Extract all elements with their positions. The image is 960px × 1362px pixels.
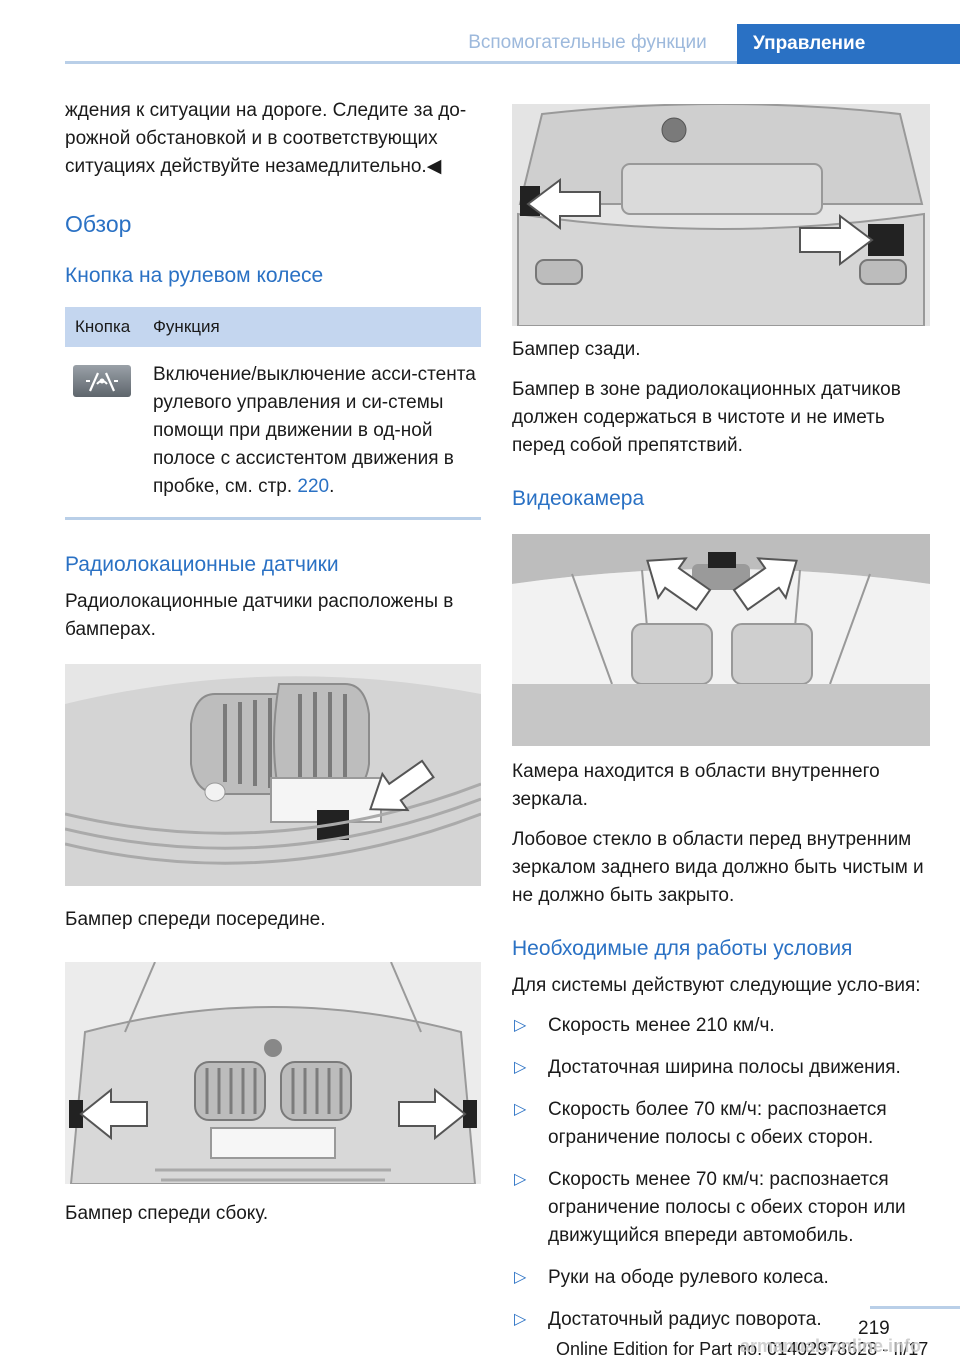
arrow-icon — [398, 1087, 467, 1141]
image-rear-bumper — [512, 104, 930, 326]
triangle-right-icon: ▷ — [514, 1059, 527, 1076]
arrow-icon — [526, 178, 601, 230]
camera-text-2: Лобовое стекло в области перед внутренни… — [512, 829, 924, 906]
caption-rear: Бампер сзади. — [512, 339, 641, 360]
header-section-title: Вспомогательные функции — [468, 32, 707, 53]
heading-steering-button: Кнопка на рулевом колесе — [65, 264, 324, 287]
watermark: armanualsonline.info — [740, 1336, 922, 1356]
list-item: ▷Руки на ободе рулевого колеса. — [512, 1264, 930, 1292]
arrow-icon — [732, 557, 798, 612]
triangle-right-icon: ▷ — [514, 1017, 527, 1034]
image-front-bumper-side — [65, 962, 481, 1184]
arrow-icon — [79, 1087, 148, 1141]
image-camera — [512, 534, 930, 746]
heading-radar-sensors: Радиолокационные датчики — [65, 553, 339, 576]
left-column: ждения к ситуации на дороге. Следите за … — [65, 97, 481, 1240]
table-cell-suffix: . — [329, 476, 335, 497]
list-item: ▷Скорость менее 210 км/ч. — [512, 1012, 930, 1040]
edition-line: Online Edition for Part no. 01402978628 … — [556, 1339, 929, 1359]
rear-text: Бампер в зоне радиолокационных датчиков … — [512, 379, 901, 456]
list-item: ▷Скорость менее 70 км/ч: распознается ог… — [512, 1166, 930, 1250]
heading-camera: Видеокамера — [512, 487, 645, 510]
conditions-list: ▷Скорость менее 210 км/ч. ▷Достаточная ш… — [512, 1012, 930, 1334]
page-link-220[interactable]: 220 — [297, 476, 330, 497]
intro-text: ждения к ситуации на дороге. Следите за … — [65, 100, 467, 177]
list-item: ▷Достаточная ширина полосы движения. — [512, 1054, 930, 1082]
lane-assist-icon — [73, 365, 131, 397]
table-header-function: Функция — [143, 307, 481, 347]
table-header-button: Кнопка — [65, 307, 143, 347]
conditions-intro: Для системы действуют следующие усло-вия… — [512, 975, 921, 996]
image-front-bumper-center — [65, 664, 481, 886]
radar-text: Радиолокационные датчики расположены в б… — [65, 591, 454, 640]
triangle-right-icon: ▷ — [514, 1171, 527, 1188]
button-table: Кнопка Функция Включение/выключение асси… — [65, 307, 481, 515]
triangle-right-icon: ▷ — [514, 1269, 527, 1286]
arrow-icon — [799, 214, 874, 266]
page-number: 219 — [858, 1318, 890, 1339]
triangle-right-icon: ▷ — [514, 1311, 527, 1328]
caption-front-center: Бампер спереди посередине. — [65, 909, 326, 930]
footer-rule — [870, 1306, 960, 1309]
heading-overview: Обзор — [65, 211, 132, 237]
heading-conditions: Необходимые для работы условия — [512, 937, 853, 960]
caption-front-side: Бампер спереди сбоку. — [65, 1203, 269, 1224]
arrow-icon — [369, 759, 435, 812]
table-cell-function: Включение/выключение асси-стента рулевог… — [153, 364, 476, 497]
arrow-icon — [646, 557, 712, 612]
camera-text-1: Камера находится в области внутреннего з… — [512, 761, 880, 810]
right-column: Бампер сзади. Бампер в зоне радиолокацио… — [512, 104, 930, 1348]
header-chapter-tab: Управление — [737, 24, 960, 64]
table-row: Включение/выключение асси-стента рулевог… — [65, 347, 481, 515]
list-item: ▷Скорость более 70 км/ч: распознается ог… — [512, 1096, 930, 1152]
triangle-right-icon: ▷ — [514, 1101, 527, 1118]
section-divider — [65, 517, 481, 520]
header-rule — [65, 61, 737, 64]
list-item: ▷Достаточный радиус поворота. — [512, 1306, 930, 1334]
